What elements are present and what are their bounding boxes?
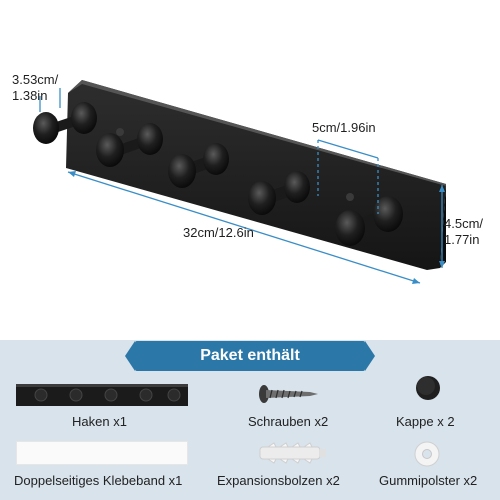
length-dimension-label: 32cm/12.6in <box>183 225 254 240</box>
mounting-plate <box>66 80 446 270</box>
height-dimension-label: 4.5cm/ 1.77in <box>444 216 483 249</box>
anchor-bolt-icon <box>259 442 326 464</box>
cap-icon <box>416 376 440 400</box>
item-label-anchor-bolts: Expansionsbolzen x2 <box>217 473 340 488</box>
item-label-caps: Kappe x 2 <box>396 414 455 429</box>
package-title: Paket enthält <box>125 341 375 371</box>
item-label-screws: Schrauben x2 <box>248 414 329 429</box>
height-line-2: 1.77in <box>444 232 480 248</box>
hook-3 <box>168 143 229 188</box>
item-label-tape: Doppelseitiges Klebeband x1 <box>14 473 183 488</box>
item-label-hooks: Haken x1 <box>72 414 127 429</box>
spacing-dimension-label: 5cm/1.96in <box>312 120 376 135</box>
hook-rail-icon <box>16 384 188 406</box>
item-label-rubber-pads: Gummipolster x2 <box>379 473 478 488</box>
height-line-1: 4.5cm/ <box>444 216 484 231</box>
dimension-lines <box>39 88 445 284</box>
depth-line-1: 3.53cm/ <box>12 72 59 87</box>
hook-rack-drawing <box>33 80 446 284</box>
hook-4 <box>248 171 310 215</box>
screw-icon <box>259 385 318 403</box>
rubber-pad-icon <box>414 441 440 467</box>
hook-5 <box>335 196 403 246</box>
hook-2 <box>96 123 163 167</box>
tape-icon <box>16 441 188 465</box>
depth-line-2: 1.38in <box>12 88 48 104</box>
hook-1 <box>33 102 97 144</box>
depth-dimension-label: 3.53cm/ 1.38in <box>12 72 58 105</box>
product-illustration <box>33 80 446 284</box>
